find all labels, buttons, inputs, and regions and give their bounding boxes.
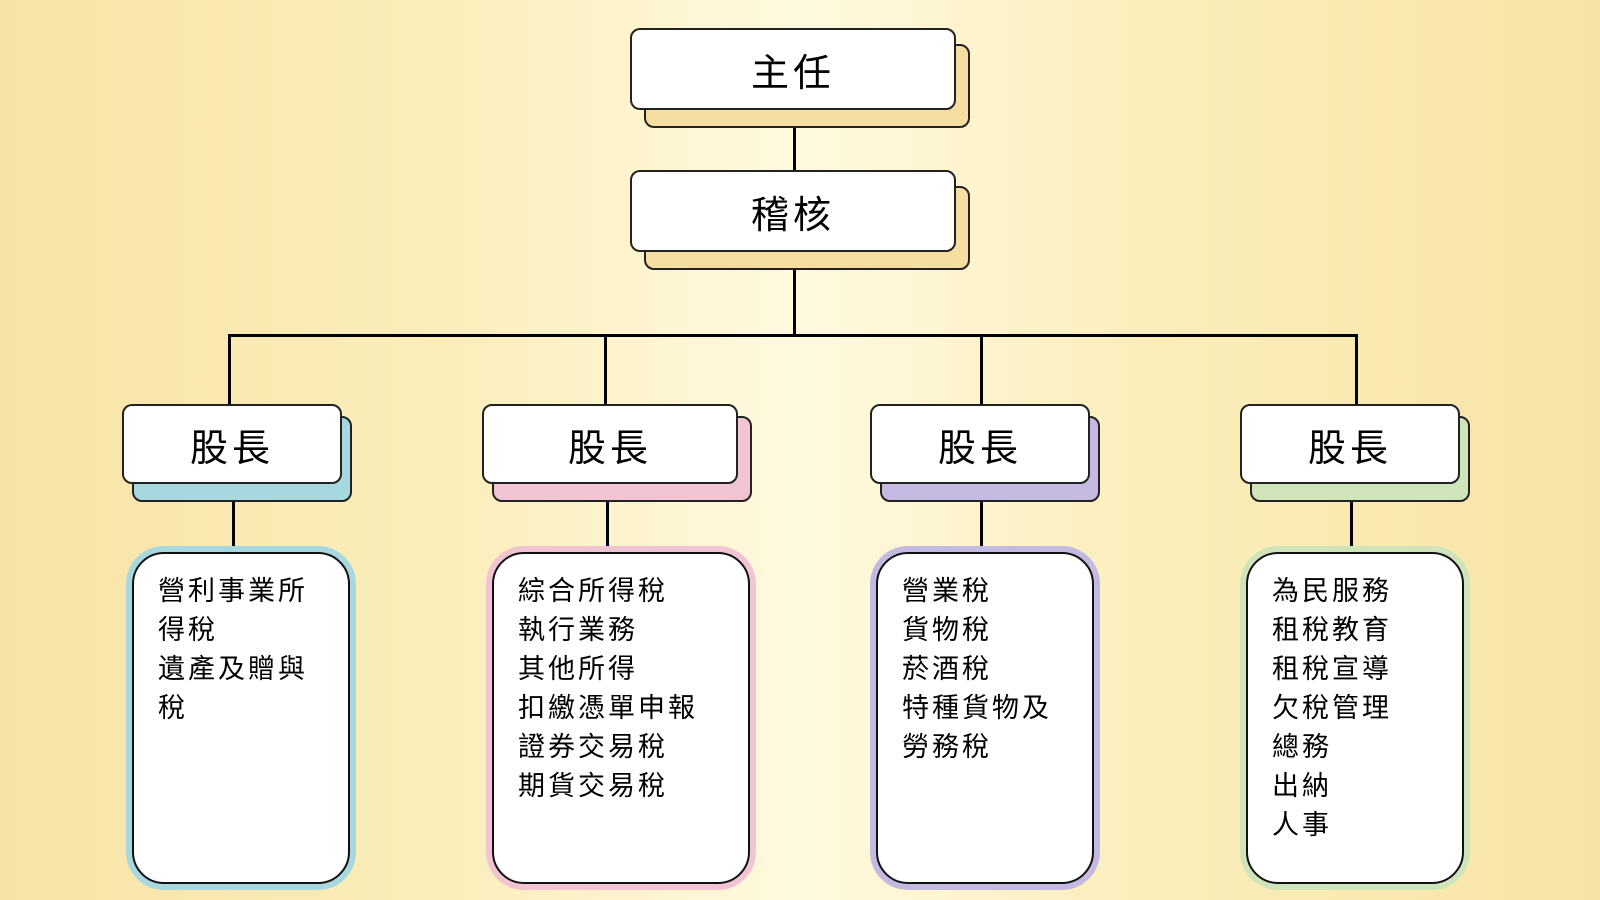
section-4-header: 股長 [1240, 404, 1470, 504]
director-box: 主任 [630, 28, 970, 128]
duty-item: 期貨交易稅 [518, 771, 668, 802]
duty-item: 綜合所得稅 [518, 576, 668, 607]
duty-item: 證券交易稅 [518, 732, 668, 763]
connector-bus-section-4 [1355, 334, 1358, 406]
connector-section-2-content [606, 502, 609, 546]
section-2-header-label: 股長 [482, 404, 738, 484]
duty-item: 出納 [1272, 771, 1332, 802]
connector-audit-bus [793, 266, 796, 336]
section-1-duties: 營利事業所得稅 遺產及贈與稅 [126, 546, 356, 890]
section-2-duties-list: 綜合所得稅 執行業務 其他所得 扣繳憑單申報 證券交易稅 期貨交易稅 [492, 552, 750, 884]
duty-item: 租稅宣導 [1272, 654, 1392, 685]
section-1-header-label: 股長 [122, 404, 342, 484]
connector-horizontal-bus [228, 334, 1358, 337]
connector-section-3-content [980, 502, 983, 546]
section-2-header: 股長 [482, 404, 752, 504]
duty-item: 遺產及贈與稅 [158, 654, 308, 724]
duty-item: 為民服務 [1272, 576, 1392, 607]
duty-item: 總務 [1272, 732, 1332, 763]
section-4-header-label: 股長 [1240, 404, 1460, 484]
duty-item: 租稅教育 [1272, 615, 1392, 646]
section-2-duties: 綜合所得稅 執行業務 其他所得 扣繳憑單申報 證券交易稅 期貨交易稅 [486, 546, 756, 890]
duty-item: 菸酒稅 [902, 654, 992, 685]
duty-item: 其他所得 [518, 654, 638, 685]
connector-bus-section-1 [228, 334, 231, 406]
section-3-header-label: 股長 [870, 404, 1090, 484]
section-1-header: 股長 [122, 404, 352, 504]
connector-bus-section-3 [980, 334, 983, 406]
audit-label: 稽核 [630, 170, 956, 252]
connector-director-audit [793, 126, 796, 172]
duty-item: 欠稅管理 [1272, 693, 1392, 724]
duty-item: 營利事業所得稅 [158, 576, 308, 646]
section-4-duties: 為民服務 租稅教育 租稅宣導 欠稅管理 總務 出納 人事 [1240, 546, 1470, 890]
duty-item: 貨物稅 [902, 615, 992, 646]
duty-item: 營業稅 [902, 576, 992, 607]
section-3-duties-list: 營業稅 貨物稅 菸酒稅 特種貨物及勞務稅 [876, 552, 1094, 884]
connector-section-4-content [1350, 502, 1353, 546]
duty-item: 執行業務 [518, 615, 638, 646]
section-4-duties-list: 為民服務 租稅教育 租稅宣導 欠稅管理 總務 出納 人事 [1246, 552, 1464, 884]
audit-box: 稽核 [630, 170, 970, 270]
section-3-duties: 營業稅 貨物稅 菸酒稅 特種貨物及勞務稅 [870, 546, 1100, 890]
section-3-header: 股長 [870, 404, 1100, 504]
duty-item: 人事 [1272, 810, 1332, 841]
section-1-duties-list: 營利事業所得稅 遺產及贈與稅 [132, 552, 350, 884]
duty-item: 特種貨物及勞務稅 [902, 693, 1052, 763]
director-label: 主任 [630, 28, 956, 110]
duty-item: 扣繳憑單申報 [518, 693, 698, 724]
connector-bus-section-2 [604, 334, 607, 406]
connector-section-1-content [232, 502, 235, 546]
